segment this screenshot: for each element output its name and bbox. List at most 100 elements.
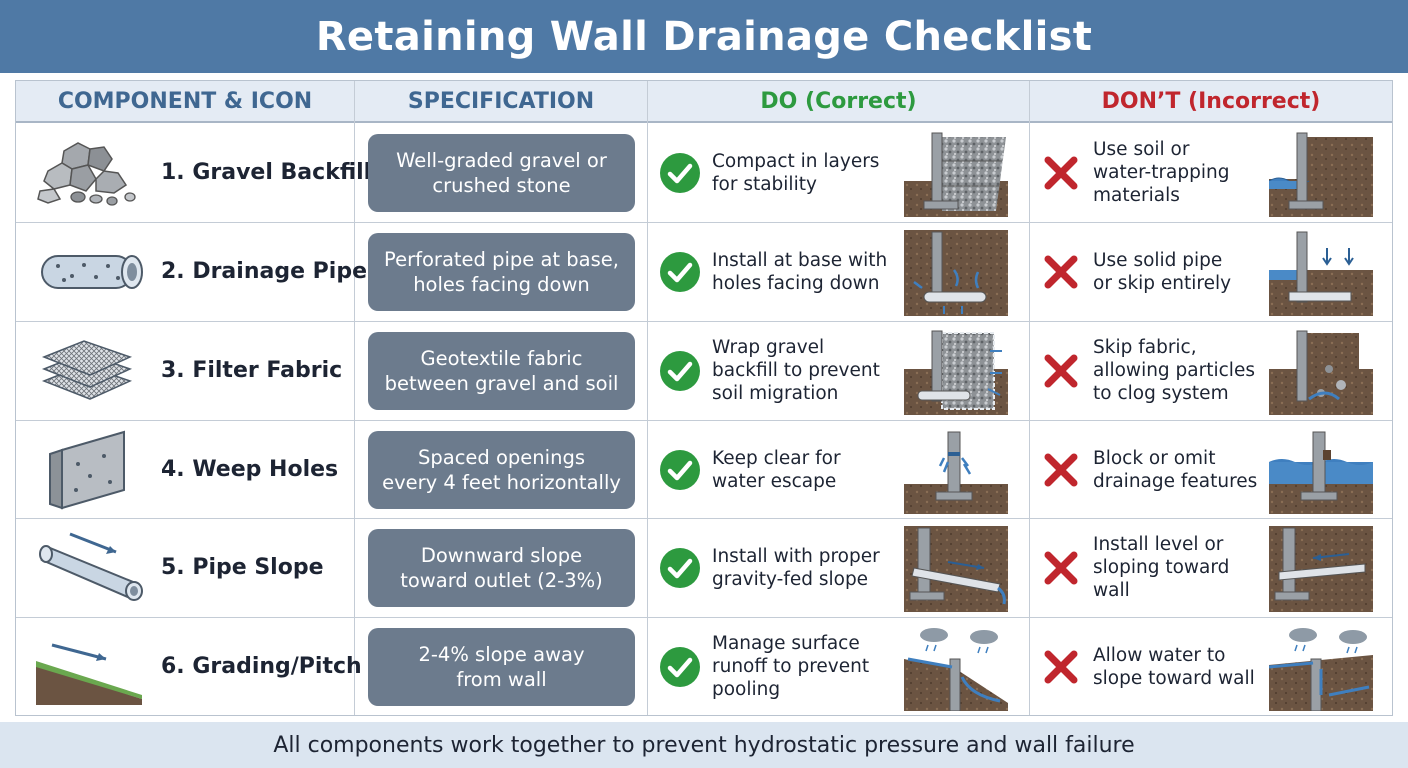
component-label: 3. Filter Fabric — [161, 358, 343, 383]
table-row: 1. Gravel Backfill Well-graded gravel or… — [16, 123, 1392, 222]
check-icon — [660, 153, 700, 193]
level-pipe-illustration — [1269, 526, 1373, 612]
sloped-pipe-icon — [39, 532, 143, 601]
graded-slope-icon — [36, 643, 142, 705]
component-label: 1. Gravel Backfill — [161, 160, 372, 185]
component-label: 2. Drainage Pipe — [161, 259, 367, 284]
compacted-gravel-illustration — [904, 132, 1008, 217]
wall-block-icon — [49, 430, 125, 510]
do-line: Install with proper — [712, 545, 880, 567]
do-line: water escape — [712, 470, 837, 492]
spec-line: Geotextile fabric — [420, 347, 583, 370]
do-line: Compact in layers — [712, 150, 880, 172]
fabric-layers-icon — [41, 340, 133, 400]
column-divider — [647, 81, 648, 715]
row-divider — [16, 222, 1392, 223]
row-divider — [16, 321, 1392, 322]
row-divider — [16, 617, 1392, 618]
cross-icon — [1044, 255, 1078, 289]
dont-line: Use solid pipe — [1093, 249, 1223, 271]
spec-line: from wall — [456, 668, 547, 691]
dont-line: Install level or — [1093, 534, 1224, 555]
do-line: Manage surface — [712, 633, 860, 654]
header-specification: SPECIFICATION — [407, 88, 595, 114]
dont-line: to clog system — [1093, 383, 1229, 404]
dont-line: materials — [1093, 185, 1180, 206]
dont-line: or skip entirely — [1093, 272, 1232, 294]
cross-icon — [1044, 453, 1078, 487]
checklist-table: COMPONENT & ICON SPECIFICATION DO (Corre… — [15, 80, 1393, 716]
column-divider — [354, 81, 355, 715]
runoff-toward-wall-illustration — [1269, 628, 1373, 711]
spec-line: crushed stone — [432, 174, 571, 197]
component-label: 6. Grading/Pitch — [161, 654, 362, 679]
spec-line: every 4 feet horizontally — [382, 471, 621, 494]
dont-line: sloping toward — [1093, 557, 1230, 578]
dont-line: allowing particles — [1093, 360, 1255, 381]
do-line: Install at base with — [712, 249, 888, 271]
do-line: backfill to prevent — [712, 360, 880, 381]
check-icon — [660, 647, 700, 687]
component-label: 5. Pipe Slope — [161, 555, 324, 580]
solid-pipe-illustration — [1269, 231, 1373, 316]
gravel-icon — [37, 142, 136, 206]
check-icon — [660, 351, 700, 391]
header-dont: DON’T (Incorrect) — [1101, 88, 1321, 114]
spec-box: Perforated pipe at base,holes facing dow… — [368, 233, 635, 311]
sloped-pipe-outlet-illustration — [904, 526, 1008, 612]
do-line: soil migration — [712, 383, 839, 404]
component-label: 4. Weep Holes — [161, 457, 339, 482]
pipe-icon — [41, 255, 143, 289]
check-icon — [660, 450, 700, 490]
table-row: 2. Drainage Pipe Perforated pipe at base… — [16, 222, 1392, 321]
dont-line: slope toward wall — [1093, 667, 1255, 689]
dont-line: wall — [1093, 580, 1130, 601]
header-component: COMPONENT & ICON — [57, 88, 313, 114]
clogged-system-illustration — [1269, 330, 1373, 415]
do-line: Keep clear for — [712, 447, 841, 469]
page-title: Retaining Wall Drainage Checklist — [315, 13, 1093, 60]
dont-line: Allow water to — [1093, 644, 1226, 666]
blocked-weep-illustration — [1269, 431, 1373, 514]
dont-line: Skip fabric, — [1093, 337, 1197, 358]
title-bar: Retaining Wall Drainage Checklist — [0, 0, 1408, 73]
check-icon — [660, 252, 700, 292]
cross-icon — [1044, 650, 1078, 684]
table-header: COMPONENT & ICON SPECIFICATION DO (Corre… — [16, 81, 1392, 123]
spec-line: holes facing down — [413, 273, 590, 296]
dont-line: Use soil or — [1093, 139, 1190, 160]
spec-line: 2-4% slope away — [418, 643, 585, 666]
spec-line: Spaced openings — [418, 446, 585, 469]
header-do: DO (Correct) — [760, 88, 917, 114]
fabric-wrapped-illustration — [904, 330, 1008, 415]
dont-line: Block or omit — [1093, 447, 1216, 469]
runoff-away-illustration — [904, 628, 1008, 711]
pipe-at-base-illustration — [904, 230, 1008, 316]
soil-backfill-illustration — [1269, 132, 1373, 217]
do-line: gravity-fed slope — [712, 568, 869, 590]
do-line: Wrap gravel — [712, 337, 825, 358]
check-icon — [660, 548, 700, 588]
row-divider — [16, 518, 1392, 519]
cross-icon — [1044, 156, 1078, 190]
spec-line: toward outlet (2-3%) — [400, 569, 603, 592]
spec-line: Well-graded gravel or — [396, 149, 607, 172]
